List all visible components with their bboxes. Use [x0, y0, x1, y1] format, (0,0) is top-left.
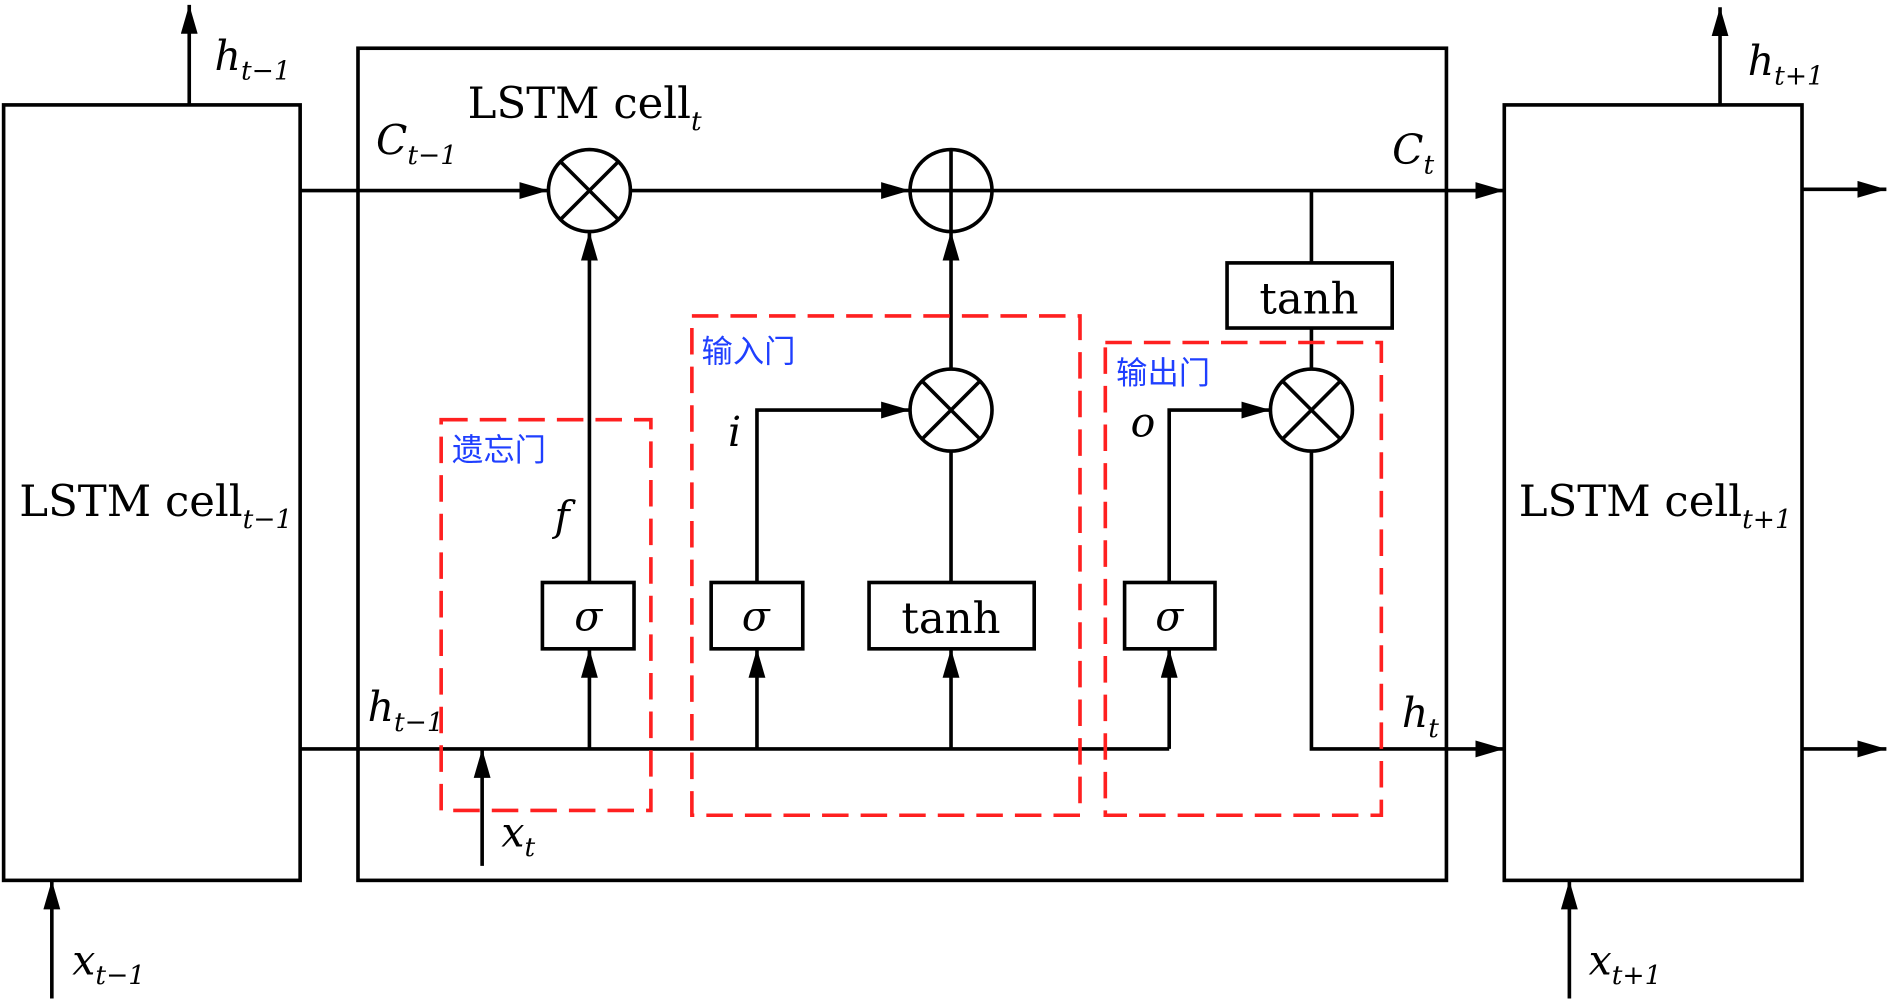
i-line	[755, 401, 911, 583]
output-gate-region	[1103, 340, 1384, 818]
h-prev-top-label: ht−1	[215, 32, 291, 87]
input-gate-label: 输入门	[702, 334, 796, 370]
next-cell-box	[1502, 103, 1804, 883]
input-gate-region	[690, 314, 1082, 818]
h-t-label: ht	[1402, 689, 1439, 744]
prev-cell-box	[1, 103, 302, 883]
multiply-output-icon	[1268, 367, 1355, 453]
h-t-line	[1309, 451, 1505, 758]
multiply-input-icon	[908, 367, 994, 453]
next-cell-label: LSTM cellt+1	[1519, 477, 1792, 535]
c-t-label: Ct	[1392, 126, 1434, 181]
f-label: f	[551, 493, 576, 541]
h-prev-label: ht−1	[368, 683, 444, 738]
add-icon	[908, 147, 994, 234]
input-tanh-label: tanh	[901, 594, 1000, 644]
i-label: i	[728, 408, 741, 456]
prev-cell-label: LSTM cellt−1	[19, 477, 292, 535]
current-cell-box	[356, 46, 1449, 883]
o-line	[1167, 401, 1271, 583]
current-cell-label: LSTM cellt	[468, 79, 702, 137]
input-sigma-label: σ	[742, 593, 771, 641]
h-next-label: ht+1	[1748, 37, 1824, 92]
output-sigma-label: σ	[1155, 593, 1184, 641]
multiply-forget-icon	[546, 147, 633, 234]
output-tanh-label: tanh	[1259, 275, 1358, 325]
forget-sigma-label: σ	[574, 593, 603, 641]
c-prev-label: Ct−1	[376, 116, 457, 171]
output-gate-label: 输出门	[1116, 355, 1210, 391]
o-label: o	[1131, 399, 1156, 447]
x-next-label: xt+1	[1589, 936, 1662, 991]
x-prev-label: xt−1	[72, 936, 145, 991]
x-t-label: xt	[501, 809, 535, 864]
forget-gate-region	[439, 417, 653, 813]
forget-gate-label: 遗忘门	[452, 433, 546, 469]
